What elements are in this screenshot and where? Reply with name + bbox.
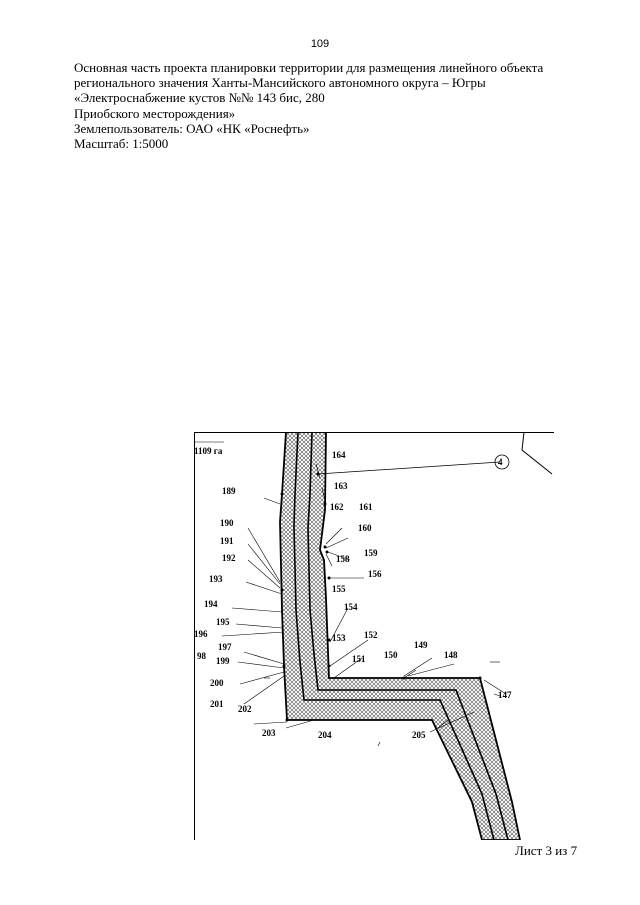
- point-label-164: 164: [332, 450, 346, 460]
- point-label-190: 190: [220, 518, 234, 528]
- point-label-154: 154: [344, 602, 358, 612]
- sheet-number: Лист 3 из 7: [515, 843, 578, 858]
- point-label-162: 162: [330, 502, 344, 512]
- point-label-151: 151: [352, 654, 366, 664]
- point-label-204: 204: [318, 730, 332, 740]
- point-label-158: 158: [336, 554, 350, 564]
- point-label-150: 150: [384, 650, 398, 660]
- point-label-160: 160: [358, 523, 372, 533]
- point-label-4: 4: [498, 457, 503, 467]
- point-label-192: 192: [222, 553, 236, 563]
- point-label-201: 201: [210, 699, 224, 709]
- point-label-153: 153: [332, 633, 346, 643]
- point-label-193: 193: [209, 574, 223, 584]
- point-label-148: 148: [444, 650, 458, 660]
- document-header: Основная часть проекта планировки террит…: [74, 60, 594, 151]
- point-label-163: 163: [334, 481, 348, 491]
- point-label-196: 196: [194, 629, 208, 639]
- header-line-5: Землепользователь: ОАО «НК «Роснефть»: [74, 120, 310, 136]
- header-line-2: регионального значения Ханты-Мансийского…: [74, 75, 486, 91]
- point-label-156: 156: [368, 569, 382, 579]
- point-label-152: 152: [364, 630, 378, 640]
- point-label-194: 194: [204, 599, 218, 609]
- point-label-159: 159: [364, 548, 378, 558]
- point-label-189: 189: [222, 486, 236, 496]
- vertex-points: [280, 472, 482, 722]
- point-label-197: 197: [218, 642, 232, 652]
- header-line-4: Приобского месторождения»: [74, 105, 236, 121]
- corridor-hatch: [279, 432, 521, 840]
- header-line-3: «Электроснабжение кустов №№ 143 бис, 280: [74, 90, 325, 106]
- point-label-155: 155: [332, 584, 346, 594]
- area-label: 1109 га: [194, 446, 223, 456]
- point-label-149: 149: [414, 640, 428, 650]
- corridor-line-a: [293, 432, 495, 840]
- header-line-1: Основная часть проекта планировки террит…: [74, 60, 544, 75]
- point-label-205: 205: [412, 730, 426, 740]
- leader-lines: [194, 441, 507, 747]
- corridor-line-b: [307, 432, 509, 840]
- point-label-147: 147: [498, 690, 512, 700]
- point-4-marker: [494, 454, 510, 470]
- boundary-wedge: [521, 432, 553, 475]
- point-label-195: 195: [216, 617, 230, 627]
- map-drawing: 1109 га 4 164 163 162 161 160 159 158 15…: [194, 432, 554, 840]
- page-number: 109: [310, 38, 330, 50]
- header-line-6: Масштаб: 1:5000: [74, 136, 169, 152]
- boundary-line-4: [317, 461, 501, 475]
- point-label-98: 98: [197, 651, 207, 661]
- point-label-199: 199: [216, 656, 230, 666]
- point-label-191: 191: [220, 536, 234, 546]
- point-label-161: 161: [359, 502, 373, 512]
- point-label-203: 203: [262, 728, 276, 738]
- point-label-202: 202: [238, 704, 252, 714]
- planning-map: 1109 га 4 164 163 162 161 160 159 158 15…: [194, 432, 554, 840]
- point-label-200: 200: [210, 678, 224, 688]
